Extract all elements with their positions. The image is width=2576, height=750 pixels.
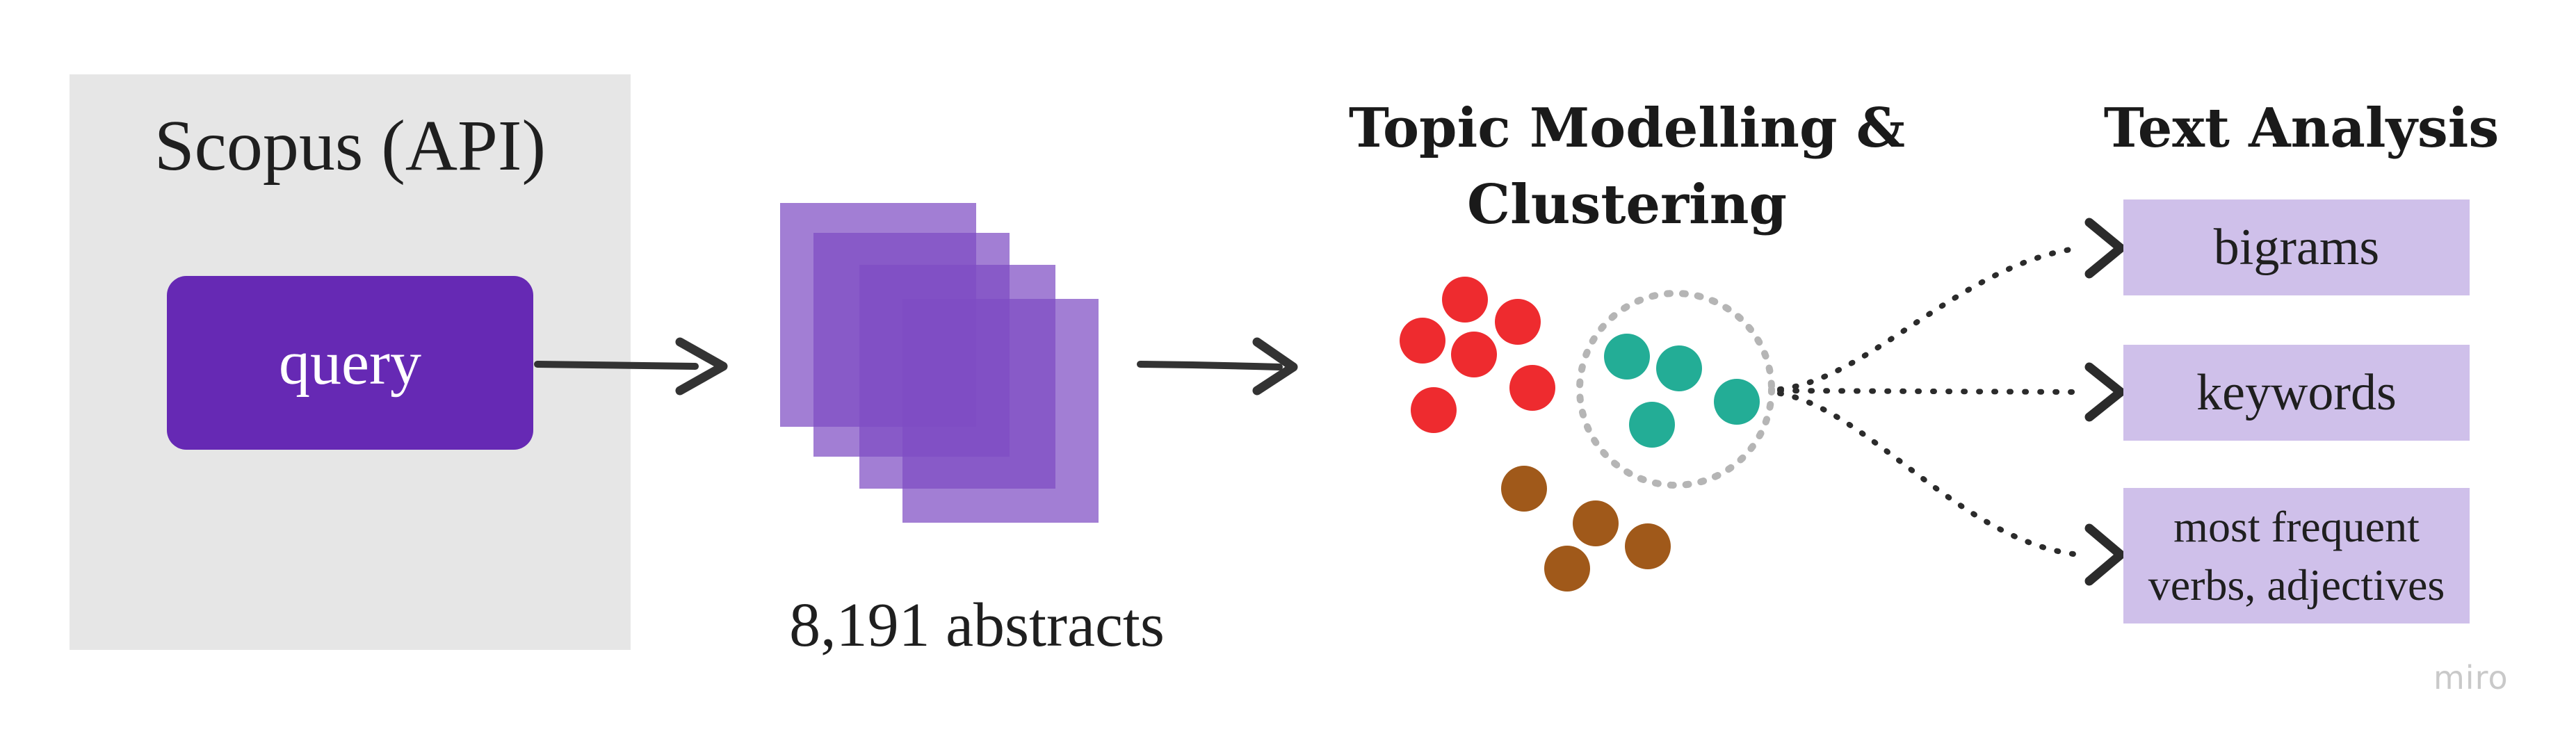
cluster-brown <box>1501 466 1671 592</box>
cluster-dot <box>1400 318 1445 364</box>
cluster-dot <box>1544 546 1590 592</box>
cluster-dot <box>1501 466 1547 512</box>
keywords-label: keywords <box>2196 364 2397 421</box>
bigrams-label: bigrams <box>2213 218 2380 276</box>
document-sheet-4 <box>902 299 1099 523</box>
topic-title-line-1: Topic Modelling & <box>1348 97 1906 160</box>
cluster-red <box>1400 277 1555 433</box>
dotted-arrow-to-frequent <box>1777 391 2125 586</box>
scopus-title: Scopus (API) <box>154 106 546 186</box>
frequent-words-box: most frequent verbs, adjectives <box>2123 488 2470 623</box>
cluster-dot <box>1451 332 1497 377</box>
miro-watermark: miro <box>2433 659 2509 696</box>
arrow-abstracts-to-topics <box>1137 337 1298 396</box>
dotted-arrow-to-bigrams <box>1777 218 2125 392</box>
topic-title-line-2: Clustering <box>1467 173 1787 236</box>
cluster-dot <box>1656 345 1702 391</box>
frequent-words-label-line-2: verbs, adjectives <box>2148 560 2445 610</box>
query-box: query <box>167 276 533 450</box>
cluster-dot <box>1573 500 1619 546</box>
cluster-dot <box>1604 334 1650 380</box>
abstracts-count-label: 8,191 abstracts <box>789 591 1165 660</box>
bigrams-box: bigrams <box>2123 199 2470 295</box>
text-analysis-title: Text Analysis <box>2103 97 2500 160</box>
cluster-dot <box>1442 277 1488 323</box>
query-label: query <box>279 328 421 398</box>
cluster-dot <box>1714 379 1760 425</box>
cluster-dot <box>1509 365 1555 411</box>
cluster-green <box>1604 334 1760 448</box>
cluster-dot <box>1629 402 1675 448</box>
keywords-box: keywords <box>2123 345 2470 441</box>
dotted-arrow-to-keywords <box>1777 362 2125 422</box>
cluster-dot <box>1411 387 1457 433</box>
cluster-dot <box>1495 299 1541 345</box>
abstract-stack-icon <box>780 203 1099 523</box>
cluster-dot <box>1625 523 1671 569</box>
arrow-query-to-abstracts <box>534 337 728 396</box>
topic-modelling-title: Topic Modelling & Clustering <box>1307 90 1947 243</box>
cluster-highlight-ring <box>1576 290 1775 489</box>
frequent-words-label-line-1: most frequent <box>2173 501 2420 551</box>
